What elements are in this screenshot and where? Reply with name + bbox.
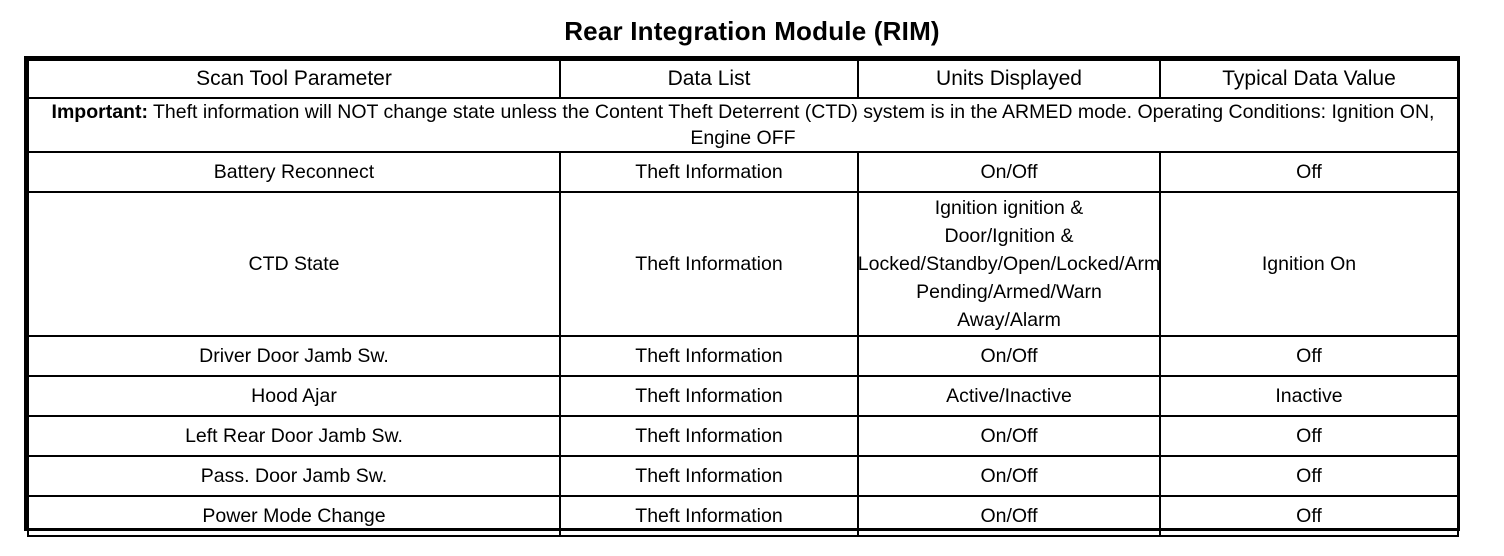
cell-typical-value: Ignition On xyxy=(1159,191,1459,337)
column-header-units-displayed: Units Displayed xyxy=(857,59,1161,99)
units-line: Pending/Armed/Warn xyxy=(916,281,1102,303)
cell-units: On/Off xyxy=(857,335,1161,377)
cell-parameter: Hood Ajar xyxy=(27,375,561,417)
rim-parameter-table-wrapper: Scan Tool Parameter Data List Units Disp… xyxy=(24,56,1460,537)
table-row: Battery Reconnect Theft Information On/O… xyxy=(27,151,1459,193)
important-note-cell: Important: Theft information will NOT ch… xyxy=(27,97,1459,153)
cell-units: On/Off xyxy=(857,415,1161,457)
cell-data-list: Theft Information xyxy=(559,335,859,377)
cell-units: On/Off xyxy=(857,455,1161,497)
cell-data-list: Theft Information xyxy=(559,191,859,337)
cell-typical-value: Inactive xyxy=(1159,375,1459,417)
table-row: CTD State Theft Information Ignition ign… xyxy=(27,191,1459,337)
important-note-row: Important: Theft information will NOT ch… xyxy=(27,97,1459,153)
table-row: Hood Ajar Theft Information Active/Inact… xyxy=(27,375,1459,417)
cell-typical-value: Off xyxy=(1159,495,1459,537)
cell-parameter: Power Mode Change xyxy=(27,495,561,537)
table-row: Power Mode Change Theft Information On/O… xyxy=(27,495,1459,537)
table-row: Pass. Door Jamb Sw. Theft Information On… xyxy=(27,455,1459,497)
cell-typical-value: Off xyxy=(1159,335,1459,377)
column-header-data-list: Data List xyxy=(559,59,859,99)
cell-units: On/Off xyxy=(857,151,1161,193)
cell-parameter: Driver Door Jamb Sw. xyxy=(27,335,561,377)
column-header-scan-tool-parameter: Scan Tool Parameter xyxy=(27,59,561,99)
cell-parameter: Left Rear Door Jamb Sw. xyxy=(27,415,561,457)
cell-parameter: Battery Reconnect xyxy=(27,151,561,193)
cell-data-list: Theft Information xyxy=(559,151,859,193)
table-header-row: Scan Tool Parameter Data List Units Disp… xyxy=(27,59,1459,99)
cell-typical-value: Off xyxy=(1159,455,1459,497)
cell-units: Active/Inactive xyxy=(857,375,1161,417)
cell-typical-value: Off xyxy=(1159,415,1459,457)
cell-data-list: Theft Information xyxy=(559,495,859,537)
cell-parameter: Pass. Door Jamb Sw. xyxy=(27,455,561,497)
table-row: Left Rear Door Jamb Sw. Theft Informatio… xyxy=(27,415,1459,457)
units-line: Door/Ignition & xyxy=(944,225,1074,247)
units-line: Locked/Standby/Open/Locked/Arm xyxy=(857,253,1161,275)
cell-units: Ignition ignition & Door/Ignition & Lock… xyxy=(857,191,1161,337)
rim-parameter-table: Scan Tool Parameter Data List Units Disp… xyxy=(27,59,1459,537)
cell-data-list: Theft Information xyxy=(559,415,859,457)
cell-parameter: CTD State xyxy=(27,191,561,337)
important-note-text: Theft information will NOT change state … xyxy=(147,101,1435,149)
cell-data-list: Theft Information xyxy=(559,455,859,497)
units-line: Away/Alarm xyxy=(957,309,1061,331)
page-title: Rear Integration Module (RIM) xyxy=(564,16,940,46)
units-overflow-text: Ignition ignition & Door/Ignition & Lock… xyxy=(807,194,1211,334)
cell-typical-value: Off xyxy=(1159,151,1459,193)
units-line: Ignition ignition & xyxy=(934,197,1084,219)
table-row: Driver Door Jamb Sw. Theft Information O… xyxy=(27,335,1459,377)
cell-data-list: Theft Information xyxy=(559,375,859,417)
important-note-label: Important: xyxy=(51,101,148,123)
column-header-typical-data-value: Typical Data Value xyxy=(1159,59,1459,99)
cell-units: On/Off xyxy=(857,495,1161,537)
